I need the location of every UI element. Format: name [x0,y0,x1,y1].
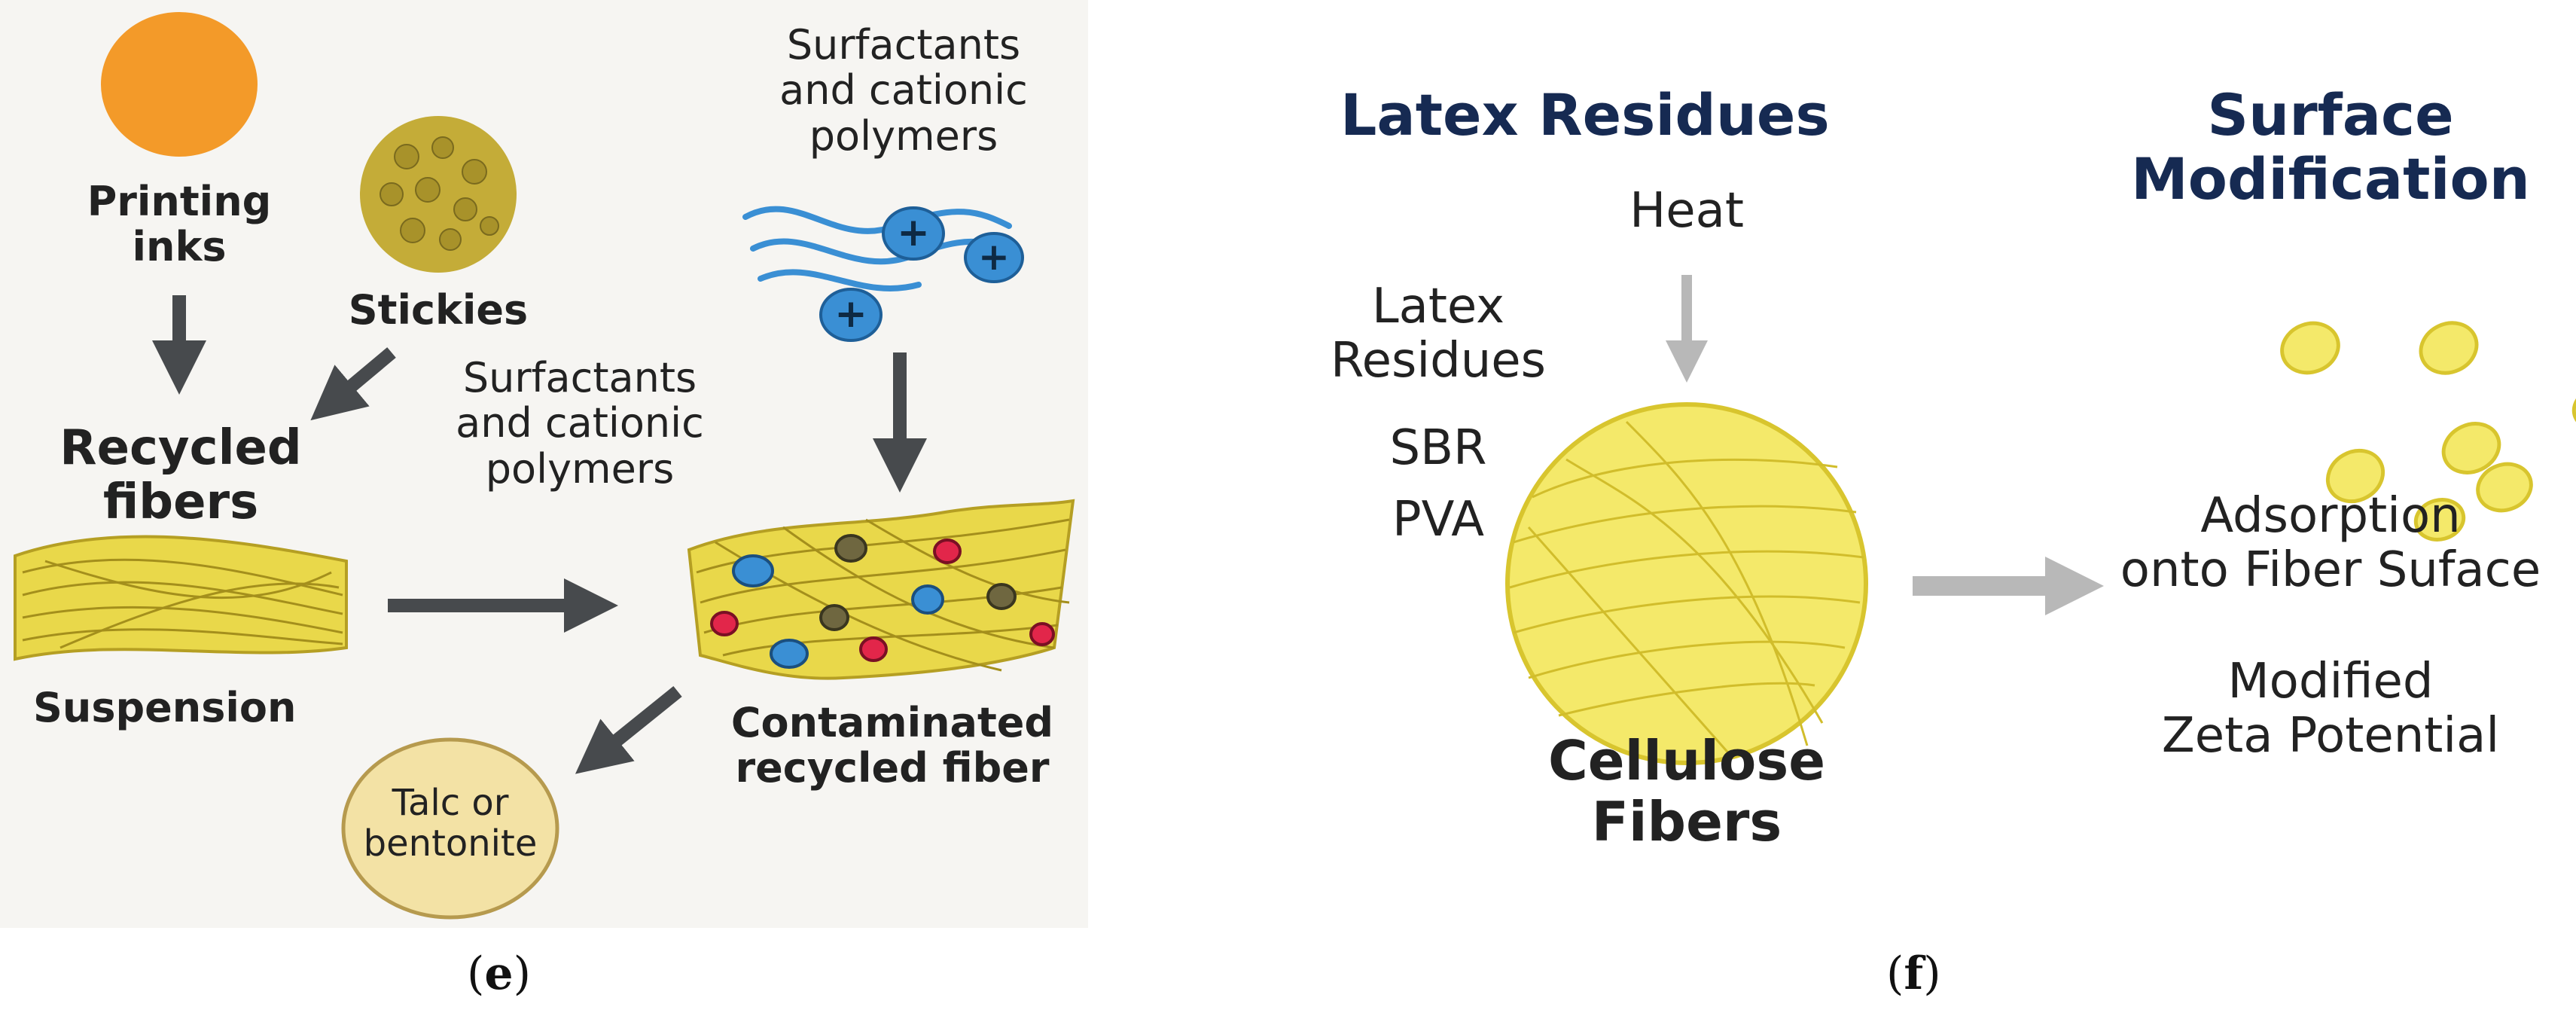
caption-e: (e) [467,947,532,1000]
arrow-fiber-to-talc [575,685,682,774]
latex-residues-label: Latex Residues [1331,279,1546,389]
recycled-fibers-label: Recycled fibers [59,420,302,530]
latex-particle [2325,448,2385,504]
contaminant-brown [834,534,867,563]
contaminant-red [1029,622,1055,646]
contaminant-red [859,636,888,662]
zeta-potential-label: Modified Zeta Potential [2161,654,2500,764]
cation-bead: + [819,288,883,342]
contaminant-blue [732,554,774,587]
talc-bentonite-label: Talc or bentonite [363,782,538,865]
surface-modification-title: Surface Modification [2131,81,2530,213]
contaminant-blue [770,639,809,669]
heat-label: Heat [1629,183,1744,239]
panel-f-graphics [1505,275,2576,765]
cation-bead: + [882,206,945,261]
caption-f: (f) [1886,947,1941,1000]
contaminant-brown [986,583,1017,610]
panel-e-graphics: + + + [14,12,1075,920]
cellulose-fibers-label: Cellulose Fibers [1547,729,1826,853]
stickies-particle [360,116,517,273]
contaminant-red [933,539,962,564]
pva-label: PVA [1392,492,1485,548]
suspension-fiber-bundle [14,535,348,661]
contaminant-blue [911,584,944,615]
latex-particle [2476,462,2533,513]
contaminant-brown [819,604,849,631]
suspension-label: Suspension [33,684,297,731]
latex-residues-title: Latex Residues [1340,81,1830,148]
panel-f: Latex Residues Surface Modification Heat… [1160,0,2576,928]
adsorption-label: Adsorption onto Fiber Suface [2120,488,2541,598]
cellulose-fiber-circle [1505,402,1868,765]
surfactants-label-top: Surfactants and cationic polymers [779,21,1028,160]
svg-text:+: + [897,210,930,255]
cation-bead: + [964,232,1024,283]
arrow-stickies-to-fibers [310,347,396,421]
talc-bentonite-circle [341,737,559,920]
latex-particle [2571,383,2576,433]
latex-particle [2280,321,2340,375]
contaminated-fiber-mat [687,499,1075,680]
panel-e: + + + [0,0,1088,928]
contaminated-fiber-label: Contaminated recycled fiber [730,699,1054,792]
stickies-label: Stickies [348,286,529,334]
surfactants-label-middle: Surfactants and cationic polymers [456,354,704,493]
printing-inks-label: Printing inks [87,178,272,271]
svg-text:+: + [978,235,1010,279]
printing-ink-blob [101,12,258,157]
latex-particle [2441,422,2501,474]
svg-text:+: + [834,291,867,337]
contaminant-red [710,611,739,636]
sbr-label: SBR [1389,420,1487,476]
latex-particle [2413,498,2466,542]
latex-particle [2419,321,2479,375]
